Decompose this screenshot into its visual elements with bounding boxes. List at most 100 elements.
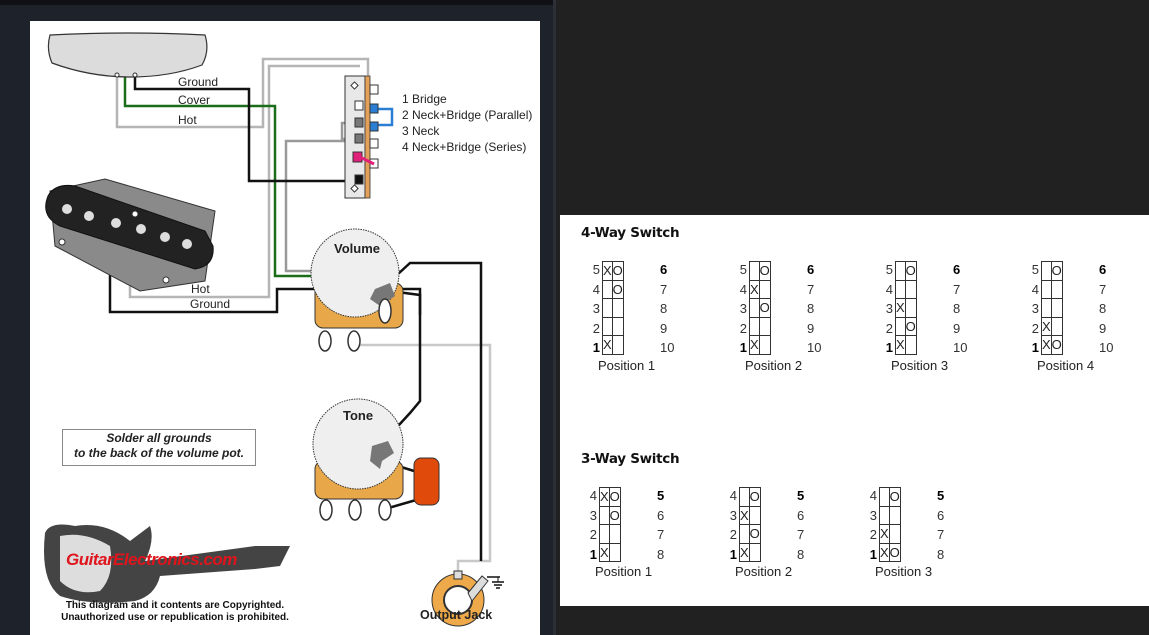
terminal-number-right: 10 xyxy=(953,340,968,355)
switch-grid-cell: O xyxy=(611,279,624,299)
switch-grid-cell xyxy=(1050,279,1063,299)
position-label: Position 1 xyxy=(598,357,656,373)
terminal-number-left: 4 xyxy=(592,281,600,297)
terminal-number-left: 5 xyxy=(739,262,747,277)
switch-grid-cell: X xyxy=(602,261,613,281)
switch-grid-cell: X xyxy=(879,542,890,562)
pane-divider[interactable] xyxy=(553,0,556,635)
switch-grid-cell: X xyxy=(599,487,610,507)
switch-grid-cell: X xyxy=(895,298,906,318)
terminal-number-left: 4 xyxy=(729,488,737,503)
bridge-ground-label: Ground xyxy=(190,297,231,311)
switch-grid-cell xyxy=(749,261,760,281)
terminal-number-right: 7 xyxy=(953,281,961,297)
terminal-number-right: 10 xyxy=(1099,340,1114,355)
terminal-number-left: 5 xyxy=(592,262,600,277)
tone-capacitor xyxy=(413,457,440,506)
terminal-number-right: 9 xyxy=(807,320,815,336)
switch-grid-cell xyxy=(1041,261,1052,281)
neck-pickup xyxy=(47,32,208,78)
terminal-number-left: 1 xyxy=(729,546,737,562)
switch-grid-cell xyxy=(1050,298,1063,318)
terminal-number-right: 6 xyxy=(807,262,815,277)
bridge-pickup xyxy=(45,178,216,292)
switch-grid-cell xyxy=(904,298,917,318)
switch-grid-cell xyxy=(602,316,613,336)
terminal-number-right: 8 xyxy=(953,301,961,316)
terminal-number-right: 7 xyxy=(937,527,945,542)
switch-grid-cell xyxy=(1041,298,1052,318)
terminal-number-left: 3 xyxy=(885,301,893,316)
switch-grid-cell xyxy=(895,279,906,299)
wiring-diagram-svg xyxy=(44,32,504,627)
switch-grid-cell: O xyxy=(758,298,771,318)
four-way-title: 4-Way Switch xyxy=(581,225,680,241)
copyright-line-2: Unauthorized use or republication is pro… xyxy=(61,612,289,623)
terminal-number-right: 7 xyxy=(807,281,815,297)
switch-position-label: 4 Neck+Bridge (Series) xyxy=(402,140,527,154)
switch-grid-cell xyxy=(611,316,624,336)
switch-grid-cell: O xyxy=(1050,335,1063,355)
switch-position-label: 2 Neck+Bridge (Parallel) xyxy=(402,108,533,122)
position-label: Position 1 xyxy=(595,564,653,579)
position-label: Position 3 xyxy=(875,564,933,579)
switch-grid-cell xyxy=(758,279,771,299)
switch-grid-cell: X xyxy=(879,524,890,544)
terminal-number-left: 2 xyxy=(1031,320,1039,336)
output-jack xyxy=(431,570,504,627)
switch-grid-cell xyxy=(904,335,917,355)
switch-grid-cell: O xyxy=(904,316,917,336)
switch-grid-cell xyxy=(1050,316,1063,336)
switch-grid-cell xyxy=(608,524,621,544)
switch-grid-cell xyxy=(739,487,750,507)
tone-label: Tone xyxy=(343,408,374,423)
neck-ground-wire xyxy=(133,77,358,183)
switch-grid-cell xyxy=(599,505,610,525)
switch-position-label: 3 Neck xyxy=(402,124,440,138)
terminal-number-left: 1 xyxy=(885,340,893,355)
terminal-number-left: 3 xyxy=(592,301,600,316)
logo-text: GuitarElectronics.com xyxy=(66,550,237,569)
position-label: Position 3 xyxy=(891,357,949,373)
switch-grid-cell: O xyxy=(748,487,761,507)
switch-grid-cell xyxy=(611,335,624,355)
terminal-number-left: 3 xyxy=(589,507,597,523)
terminal-number-left: 2 xyxy=(739,320,747,336)
terminal-number-left: 3 xyxy=(739,301,747,316)
wiring-diagram: Ground Cover Hot Hot Ground 1 Bridge 2 N… xyxy=(30,21,540,635)
terminal-number-right: 7 xyxy=(1099,281,1107,297)
terminal-number-left: 4 xyxy=(589,488,597,503)
switch-grid-cell: O xyxy=(904,261,917,281)
position-label: Position 4 xyxy=(1037,357,1095,373)
terminal-number-right: 7 xyxy=(657,527,665,542)
switch-grid-cell: X xyxy=(1041,335,1052,355)
switch-grid-cell xyxy=(1041,279,1052,299)
switch-grid-cell xyxy=(602,279,613,299)
terminal-number-right: 7 xyxy=(660,281,668,297)
bridge-ground-wire xyxy=(108,261,422,315)
terminal-number-right: 8 xyxy=(797,546,805,562)
switch-grid-cell xyxy=(748,542,761,562)
terminal-number-right: 5 xyxy=(797,488,805,503)
terminal-number-left: 3 xyxy=(729,507,737,523)
terminal-number-left: 5 xyxy=(885,262,893,277)
terminal-number-left: 4 xyxy=(869,488,877,503)
switch-grid-cell xyxy=(758,316,771,336)
terminal-number-right: 6 xyxy=(937,507,945,523)
solder-note: Solder all grounds to the back of the vo… xyxy=(62,429,256,466)
output-jack-label: Output Jack xyxy=(420,608,493,622)
switch-grid-cell xyxy=(879,505,890,525)
terminal-number-right: 6 xyxy=(657,507,665,523)
blue-wire xyxy=(370,107,394,127)
terminal-number-left: 1 xyxy=(1031,340,1039,355)
terminal-number-left: 2 xyxy=(869,527,877,542)
switch-grid-cell: X xyxy=(895,335,906,355)
terminal-number-left: 5 xyxy=(1031,262,1039,277)
terminal-number-right: 5 xyxy=(657,488,665,503)
terminal-number-right: 8 xyxy=(807,301,815,316)
terminal-number-right: 6 xyxy=(1099,262,1107,277)
copyright-line-1: This diagram and it contents are Copyrig… xyxy=(65,600,285,611)
